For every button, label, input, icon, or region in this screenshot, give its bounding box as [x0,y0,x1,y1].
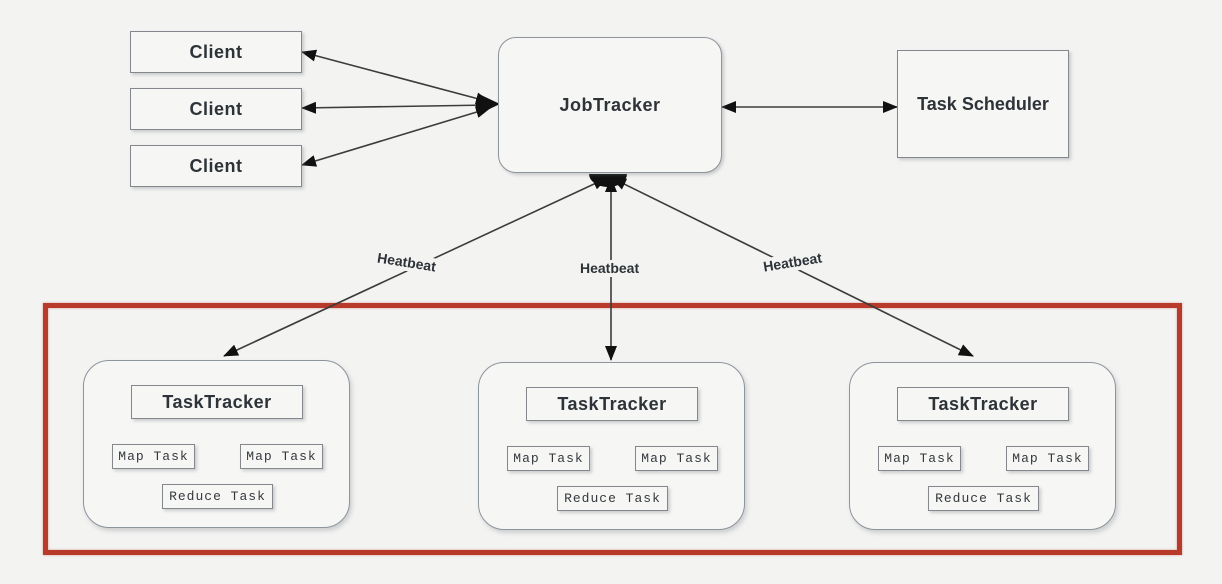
tasktracker-group-2: TaskTracker Map Task Map Task Reduce Tas… [478,362,745,530]
reduce-task-1: Reduce Task [162,484,273,509]
heartbeat-label-middle: Heatbeat [577,260,643,277]
tasktracker-group-1: TaskTracker Map Task Map Task Reduce Tas… [83,360,350,528]
tasktracker-node-3: TaskTracker [897,387,1069,421]
tasktracker-node-1: TaskTracker [131,385,303,419]
map-task-left-1: Map Task [112,444,195,469]
map-task-right-3: Map Task [1006,446,1089,471]
reduce-task-2: Reduce Task [557,486,668,511]
heartbeat-label-left: Heatbeat [373,249,441,276]
tasktracker-node-2: TaskTracker [526,387,698,421]
map-task-left-2: Map Task [507,446,590,471]
jobtracker-bottom-junction-blob [589,174,627,187]
client-node-1: Client [130,31,302,73]
map-task-left-3: Map Task [878,446,961,471]
client-node-2: Client [130,88,302,130]
jobtracker-node: JobTracker [498,37,722,173]
task-scheduler-node: Task Scheduler [897,50,1069,158]
map-task-right-2: Map Task [635,446,718,471]
reduce-task-3: Reduce Task [928,486,1039,511]
tasktracker-group-3: TaskTracker Map Task Map Task Reduce Tas… [849,362,1116,530]
client-node-3: Client [130,145,302,187]
heartbeat-label-right: Heatbeat [759,249,827,276]
map-task-right-1: Map Task [240,444,323,469]
